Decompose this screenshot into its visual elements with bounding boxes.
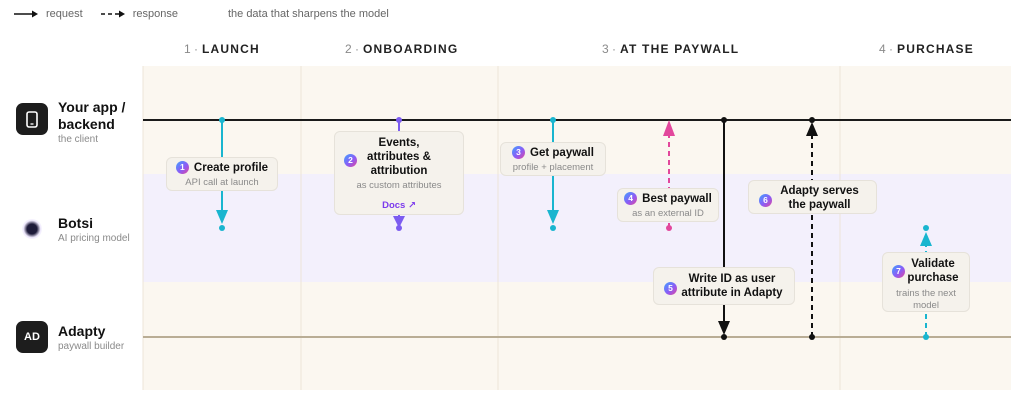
actor-adapty-label: Adapty paywall builder <box>58 323 124 353</box>
dot-icon <box>22 219 42 239</box>
phone-icon <box>16 103 48 135</box>
step-number-badge: 1 <box>175 161 189 175</box>
step-number-badge: 3 <box>512 146 526 160</box>
legend-model-data-label: the data that sharpens the model <box>227 8 389 20</box>
gradient-line-icon <box>195 12 220 16</box>
actor-name: backend <box>58 116 115 132</box>
legend-request-label: request <box>46 8 83 20</box>
step-number-badge: 7 <box>892 265 905 279</box>
solid-arrow-icon <box>14 10 38 18</box>
step-number-badge: 6 <box>759 194 772 208</box>
actor-botsi-label: Botsi AI pricing model <box>58 215 130 245</box>
step-3-card: 3 Get paywall profile + placement <box>500 142 606 176</box>
stage-label: ONBOARDING <box>363 42 459 56</box>
actor-app-label: Your app / backend the client <box>58 99 125 146</box>
actor-name: Your app / <box>58 99 126 115</box>
dashed-arrow-icon <box>100 10 125 18</box>
step-subtitle: API call at launch <box>185 177 259 188</box>
step-4-arrow <box>663 120 675 231</box>
step-title: purchase <box>907 272 959 284</box>
step-title: attribution <box>370 165 428 177</box>
legend-response-label: response <box>132 8 178 20</box>
step-title: Events, <box>378 137 420 149</box>
step-title: Create profile <box>193 162 269 174</box>
adapty-logo-icon: AD <box>16 321 48 353</box>
step-title: Best paywall <box>642 193 712 205</box>
stage-number: 2 · <box>345 42 360 56</box>
step-number-badge: 4 <box>624 192 638 206</box>
stage-number: 4 · <box>879 42 894 56</box>
step-1-card: 1 Create profile API call at launch <box>166 157 278 191</box>
step-title: Adapty serves <box>780 185 859 197</box>
stage-launch: 1 ·LAUNCH <box>184 42 260 58</box>
stage-label: LAUNCH <box>202 42 260 56</box>
actor-subtitle: paywall builder <box>58 341 125 352</box>
step-title: Get paywall <box>530 147 594 159</box>
stage-number: 1 · <box>184 42 199 56</box>
actor-name: Adapty <box>58 323 106 339</box>
stage-onboarding: 2 ·ONBOARDING <box>345 42 458 58</box>
docs-link[interactable]: Docs ↗ <box>382 200 416 211</box>
actor-subtitle: the client <box>58 134 99 145</box>
stage-label: PURCHASE <box>897 42 974 56</box>
step-number-badge: 5 <box>664 282 677 296</box>
step-title: Validate <box>911 258 955 270</box>
stage-label: AT THE PAYWALL <box>620 42 740 56</box>
stage-at-the-paywall: 3 ·AT THE PAYWALL <box>602 42 739 58</box>
legend: request response the data that sharpens … <box>14 6 399 22</box>
step-7-card: 7 Validate purchase trains the next mode… <box>882 252 970 312</box>
step-title: the paywall <box>788 199 851 211</box>
stage-purchase: 4 ·PURCHASE <box>879 42 974 58</box>
actor-app <box>16 103 48 135</box>
step-number-badge: 2 <box>344 154 357 168</box>
actor-name: Botsi <box>58 215 93 231</box>
step-subtitle: as custom attributes <box>356 180 442 191</box>
step-4-card: 4 Best paywall as an external ID <box>617 188 719 222</box>
legend-request: request <box>14 8 83 20</box>
legend-model-data: the data that sharpens the model <box>195 8 389 20</box>
legend-response: response <box>100 8 178 20</box>
step-title: Write ID as user <box>688 273 776 285</box>
stage-number: 3 · <box>602 42 617 56</box>
step-subtitle: as an external ID <box>632 208 704 219</box>
step-2-card: 2 Events, attributes & attribution as cu… <box>334 131 464 215</box>
actor-subtitle: AI pricing model <box>58 233 130 244</box>
step-title: attribute in Adapty <box>681 287 783 299</box>
step-title: attributes & <box>367 151 431 163</box>
step-6-arrow <box>806 117 818 340</box>
step-6-card: 6 Adapty serves the paywall <box>748 180 877 214</box>
actor-adapty: AD <box>16 321 48 353</box>
step-subtitle: profile + placement <box>512 162 594 173</box>
step-subtitle: trains the next model <box>896 288 956 311</box>
step-5-card: 5 Write ID as user attribute in Adapty <box>653 267 795 305</box>
